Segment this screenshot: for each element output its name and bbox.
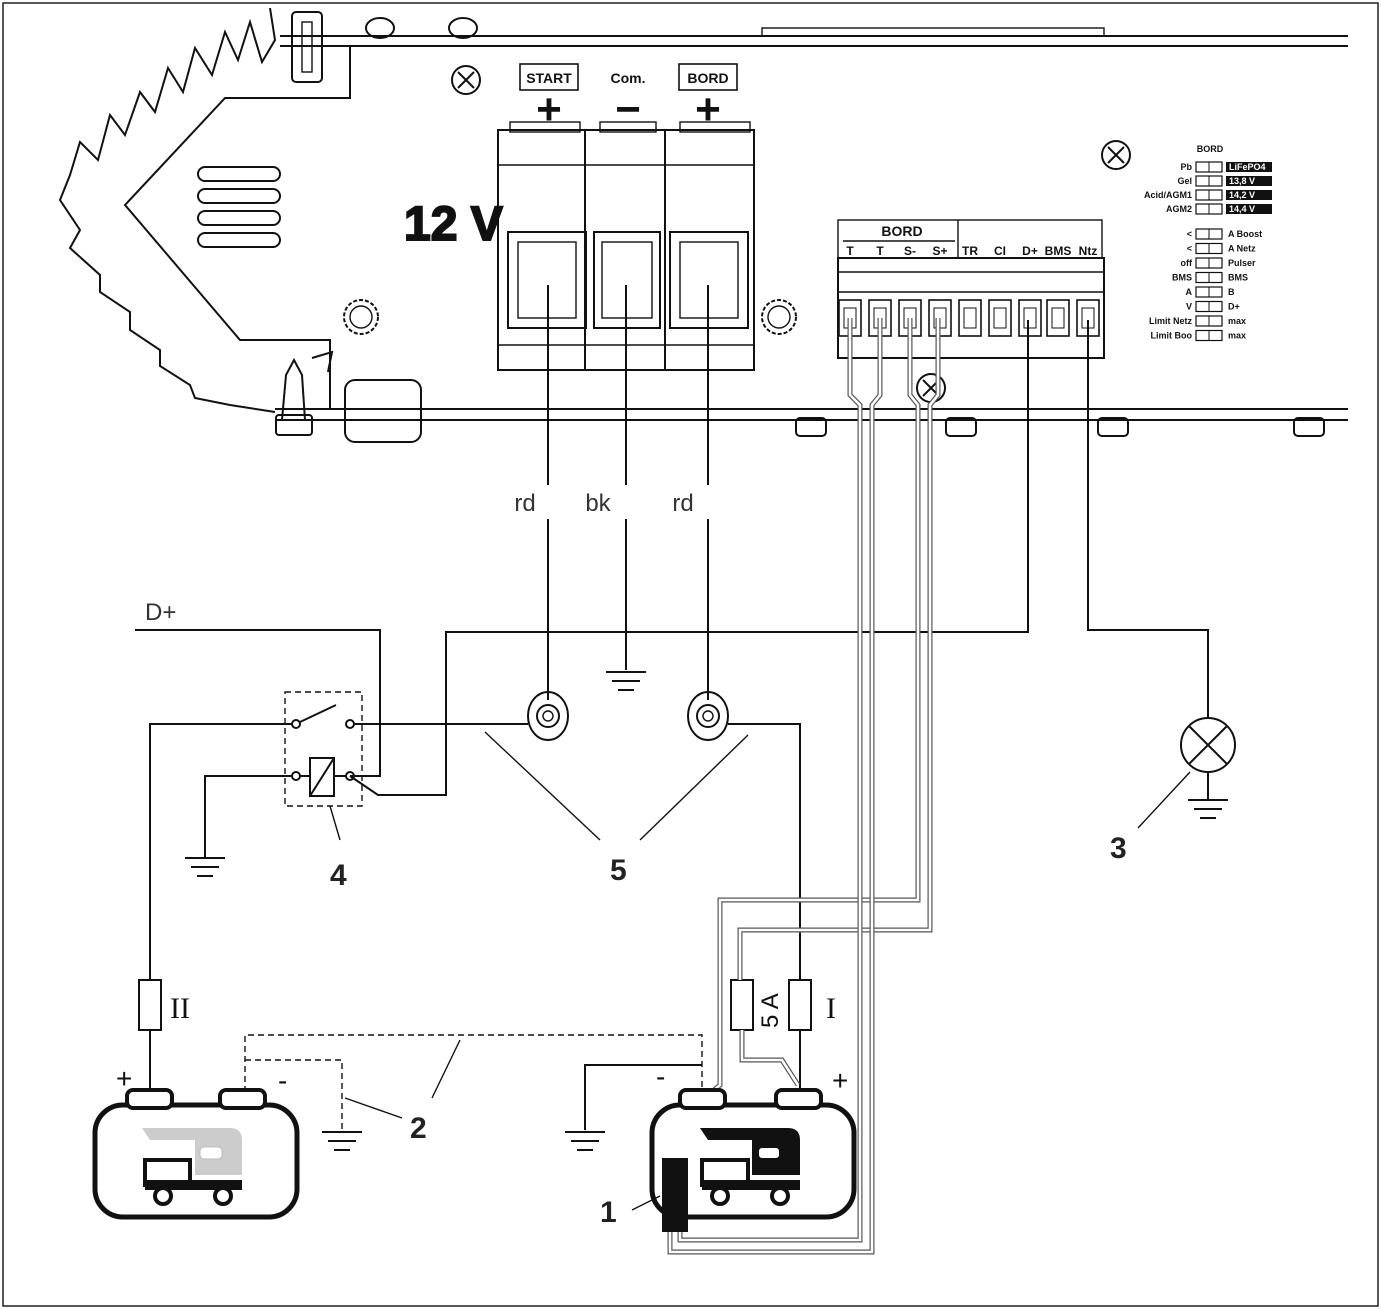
dip-left-label: Gel [1177, 176, 1192, 186]
sense-wires [700, 318, 941, 1102]
connector-pin-socket [958, 299, 982, 337]
voltage-label: 12 V [404, 198, 503, 251]
ground-lamp [1188, 799, 1228, 819]
wire-label-rd-bord: rd [672, 490, 693, 517]
fuse-5a [730, 979, 754, 1031]
connector-pins: T T S- S+ TR CI D+ BMS Ntz [838, 244, 1100, 337]
aux-battery-minus: - [656, 1061, 665, 1092]
dip-right-label: A Boost [1228, 229, 1262, 239]
connector-pin-label: T [876, 244, 884, 258]
fuse-I-label: I [826, 992, 836, 1025]
dip-right-label: BMS [1228, 273, 1248, 283]
connector-pin-socket [988, 299, 1012, 337]
callout-3: 3 [1110, 832, 1127, 865]
temperature-sensor [662, 1158, 688, 1232]
connector-pin-socket [1046, 299, 1070, 337]
callout-5: 5 [610, 854, 627, 887]
signal-connector [837, 219, 1105, 359]
fuse-5a-label: 5 A [757, 993, 784, 1028]
start-terminal-label: START [526, 70, 572, 86]
connector-pin-slot [1023, 307, 1037, 329]
dip-value-badge [1226, 176, 1272, 186]
dip-right-label: 13,8 V [1229, 176, 1255, 186]
bord-terminal-label: BORD [687, 70, 728, 86]
dip-right-label: max [1228, 316, 1246, 326]
callout-2: 2 [410, 1112, 427, 1145]
dip-left-label: Pb [1180, 162, 1192, 172]
aux-battery-plus: + [832, 1065, 848, 1096]
dip-title: BORD [1197, 144, 1224, 154]
connector-group-label: BORD [881, 223, 922, 239]
start-plus-sign: + [536, 85, 562, 134]
connector-pin-slot [993, 307, 1007, 329]
dip-left-label: AGM2 [1166, 204, 1192, 214]
bord-terminal-box [678, 63, 738, 91]
dip-right-label: LiFePO4 [1229, 162, 1266, 172]
dip-left-label: < [1187, 229, 1192, 239]
wire-label-rd-start: rd [514, 490, 535, 517]
connector-pin-label: CI [994, 244, 1006, 258]
com-minus-sign: − [615, 85, 641, 134]
dip-value-badge [1226, 162, 1272, 172]
connector-pin-label: S- [904, 244, 916, 258]
dip-right-label: 14,2 V [1229, 190, 1255, 200]
connector-pin-label: T [846, 244, 854, 258]
fuse-II-label: II [170, 992, 190, 1025]
fuse-II [138, 979, 162, 1031]
dip-value-badge [1226, 190, 1272, 200]
start-battery-plus: + [116, 1063, 132, 1094]
connector-pin-socket [1018, 299, 1042, 337]
dip-left-label: < [1187, 244, 1192, 254]
dip-left-label: A [1186, 287, 1193, 297]
dplus-label: D+ [145, 599, 176, 626]
device-housing [58, 7, 1348, 443]
dip-left-label: V [1186, 302, 1192, 312]
connector-pin-label: Ntz [1079, 244, 1098, 258]
bord-plus-sign: + [695, 85, 721, 134]
connector-pin-label: BMS [1045, 244, 1072, 258]
ground-start-battery [322, 1131, 362, 1151]
wire-label-bk: bk [585, 490, 611, 517]
com-terminal-label: Com. [611, 70, 646, 86]
dip-right-label: max [1228, 331, 1246, 341]
connector-pin-label: D+ [1022, 244, 1038, 258]
ground-com [606, 671, 646, 691]
ground-relay [185, 857, 225, 877]
dip-left-label: off [1181, 258, 1193, 268]
dip-left-label: Limit Boo [1151, 331, 1193, 341]
dip-right-label: D+ [1228, 302, 1240, 312]
start-terminal-box [519, 63, 579, 91]
dip-left-label: BMS [1172, 273, 1192, 283]
connector-pin-label: TR [962, 244, 978, 258]
dip-left-label: Acid/AGM1 [1144, 190, 1192, 200]
fuse-I [788, 979, 812, 1031]
dip-right-label: B [1228, 287, 1235, 297]
battery-start [92, 1088, 300, 1220]
dip-right-label: A Netz [1228, 244, 1256, 254]
start-battery-minus: - [278, 1065, 287, 1096]
relay-4 [284, 691, 363, 807]
dip-value-badge [1226, 204, 1272, 214]
stud-start [527, 691, 569, 741]
connector-pin-slot [1051, 307, 1065, 329]
dip-right-label: Pulser [1228, 258, 1256, 268]
stud-bord [687, 691, 729, 741]
connector-pin-label: S+ [932, 244, 947, 258]
ground-link-dashed [244, 1034, 703, 1092]
temp-sensor-wires [667, 318, 883, 1255]
dip-right-label: 14,4 V [1229, 204, 1255, 214]
callout-4: 4 [330, 859, 347, 892]
callout-1: 1 [600, 1196, 617, 1229]
dip-left-label: Limit Netz [1149, 316, 1193, 326]
ground-aux-battery [565, 1131, 605, 1151]
battery-aux [649, 1088, 857, 1220]
connector-pin-slot [963, 307, 977, 329]
